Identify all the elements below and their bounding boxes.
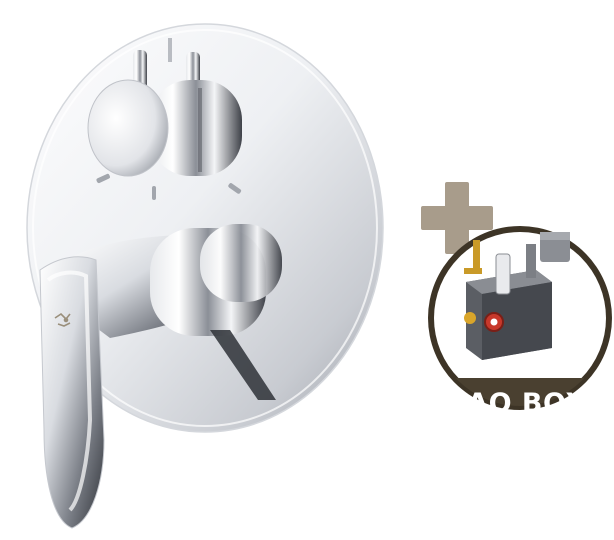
installation-box-icon xyxy=(464,232,570,360)
plus-icon xyxy=(421,182,493,254)
diverter-knob xyxy=(87,38,242,200)
aq-box-label: AQ BOX xyxy=(467,388,587,419)
brand-logo-icon xyxy=(54,312,71,327)
mixer-lever xyxy=(39,224,282,529)
